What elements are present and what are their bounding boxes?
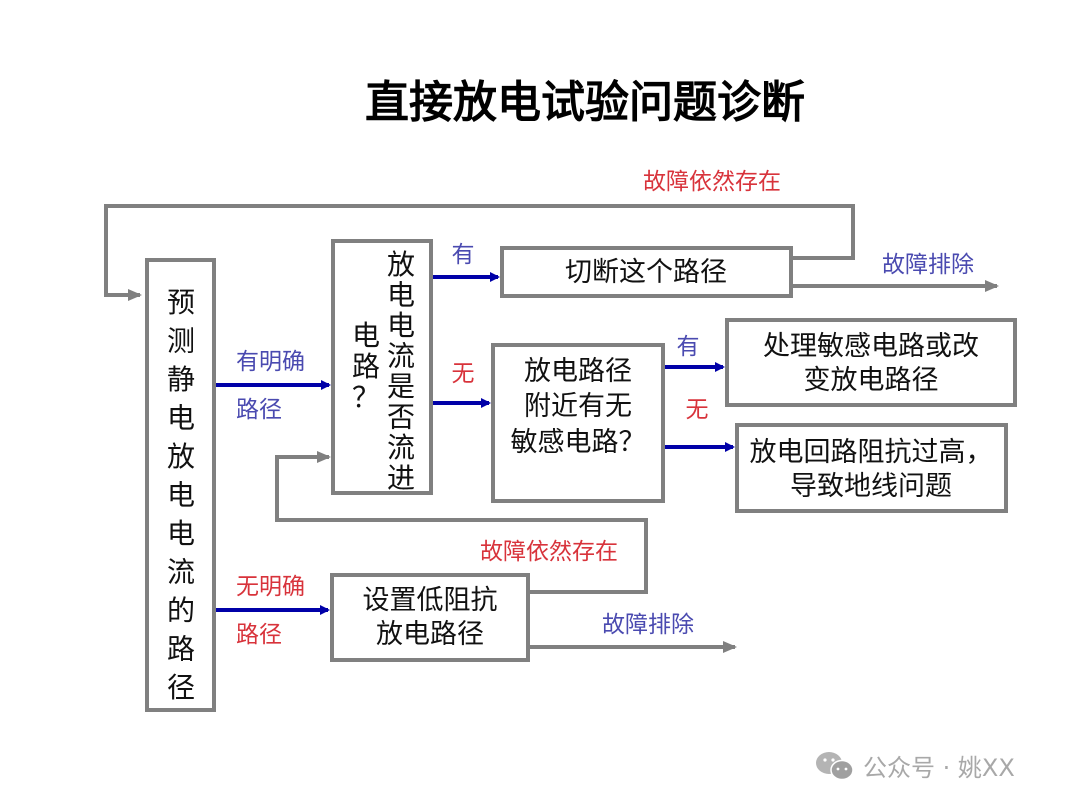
clear-path-label-line-1: 有明确 — [236, 349, 305, 375]
sensitive-check-box — [491, 343, 665, 503]
high-impedance-line-2: 导致地线问题 — [790, 471, 952, 502]
predict-path-char: 的 — [167, 594, 195, 627]
flow-check-box — [331, 239, 433, 495]
flow-check-char: 进 — [387, 462, 415, 495]
flow-check-char: 流 — [387, 340, 415, 373]
handle-sensitive-box — [725, 318, 1017, 407]
sensitive-check-line-2: 附近有无 — [524, 391, 632, 422]
handle-sensitive-line-2: 变放电路径 — [804, 365, 939, 396]
low-impedance-line-1: 设置低阻抗 — [363, 585, 498, 616]
high-impedance-line-1: 放电回路阻抗过高， — [750, 437, 993, 468]
predict-path-box — [145, 258, 216, 712]
flow-check-char: 路 — [352, 350, 380, 383]
flow-check-char: ？ — [352, 381, 380, 414]
wechat-icon — [816, 752, 854, 781]
cut-path-box — [500, 246, 793, 298]
predict-path-char: 电 — [167, 402, 195, 435]
predict-path-char: 路 — [167, 633, 195, 666]
yes-label-top: 有 — [452, 242, 475, 268]
predict-path-char: 流 — [167, 556, 195, 589]
feedback-loop-bottom — [275, 451, 648, 594]
flow-check-char: 流 — [387, 431, 415, 464]
fault-persists-label-top: 故障依然存在 — [643, 169, 781, 195]
flow-check-char: 电 — [387, 279, 415, 312]
page-title: 直接放电试验问题诊断 — [365, 77, 805, 128]
flow-check-char: 电 — [387, 309, 415, 342]
predict-path-char: 电 — [167, 479, 195, 512]
fault-cleared-label-bottom: 故障排除 — [602, 612, 694, 638]
low-impedance-line-2: 放电路径 — [376, 619, 484, 650]
flow-check-char: 电 — [352, 319, 380, 352]
sensitive-check-line-1: 放电路径 — [524, 356, 632, 387]
predict-path-char: 预 — [167, 286, 195, 319]
flow-check-char: 否 — [387, 401, 415, 434]
predict-path-char: 电 — [167, 517, 195, 550]
high-impedance-box — [735, 423, 1008, 513]
unclear-path-label-line-1: 无明确 — [236, 574, 305, 600]
low-impedance-box — [330, 573, 530, 662]
fault-persists-label-bottom: 故障依然存在 — [480, 539, 618, 565]
sensitive-check-line-3: 敏感电路？ — [511, 427, 646, 458]
predict-path-char: 测 — [167, 325, 195, 358]
predict-path-char: 放 — [167, 440, 195, 473]
no-label-mid: 无 — [452, 361, 475, 387]
flow-check-char: 是 — [387, 370, 415, 403]
predict-path-char: 径 — [167, 671, 195, 704]
predict-path-char: 静 — [167, 363, 195, 396]
handle-sensitive-line-1: 处理敏感电路或改 — [763, 331, 979, 362]
feedback-loop-top — [104, 204, 855, 301]
flow-check-char: 放 — [387, 248, 415, 281]
fault-cleared-label-top: 故障排除 — [882, 252, 974, 278]
yes-label-right: 有 — [677, 334, 700, 360]
cut-path-text: 切断这个路径 — [565, 257, 727, 288]
unclear-path-label-line-2: 路径 — [236, 622, 282, 648]
clear-path-label-line-2: 路径 — [236, 397, 282, 423]
no-label-right: 无 — [686, 397, 709, 423]
watermark-text: 公众号 · 姚XX — [863, 754, 1015, 782]
